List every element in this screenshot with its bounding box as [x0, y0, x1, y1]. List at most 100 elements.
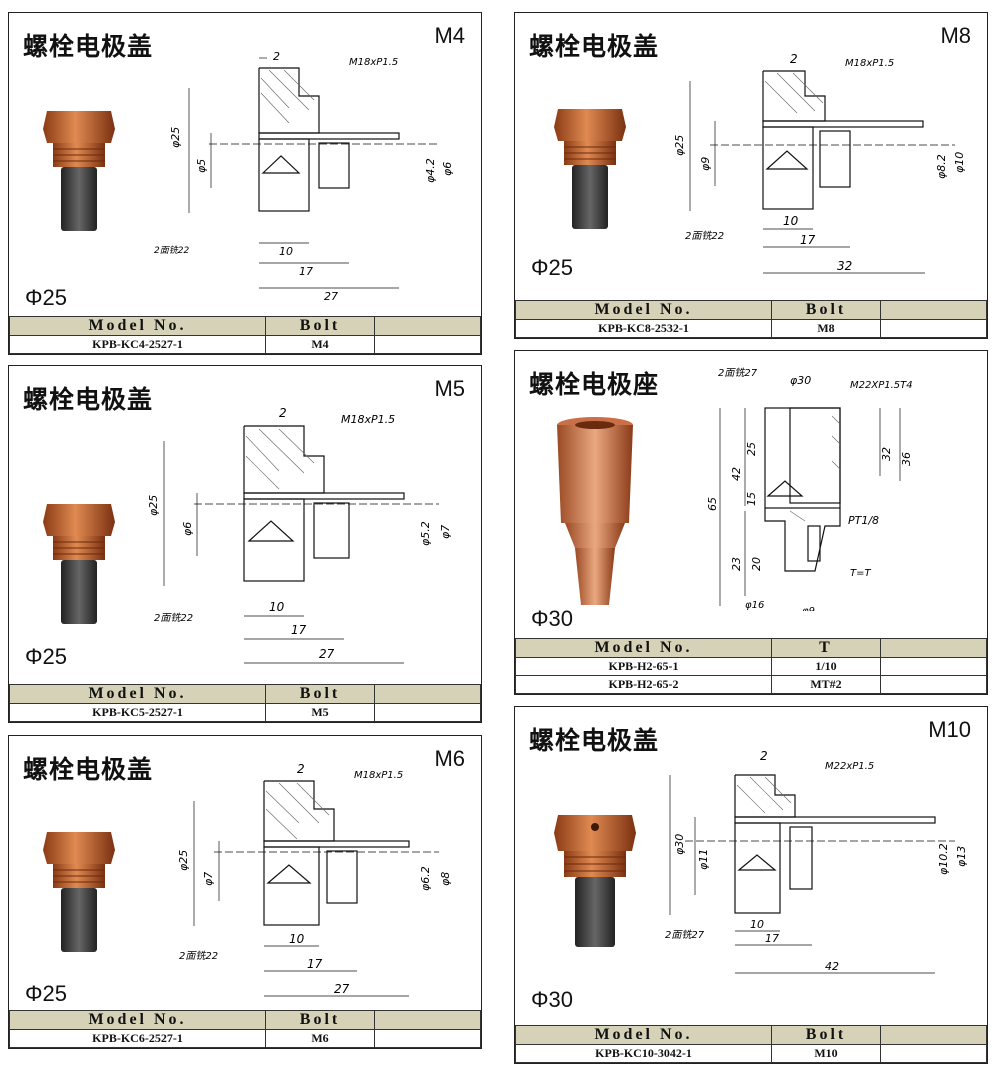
model-number: KPB-KC8-2532-1 — [515, 319, 772, 338]
dim-label: 2 — [279, 406, 287, 420]
table-header: T — [771, 638, 881, 658]
dim-label: φ4.2 — [424, 158, 437, 183]
product-photo — [554, 109, 626, 229]
table-header: Model No. — [515, 300, 772, 320]
thread-label: M18xP1.5 — [349, 57, 398, 68]
t-value: 1/10 — [771, 657, 881, 676]
dim-label: φ25 — [169, 127, 182, 148]
dim-label: 2 — [273, 50, 280, 63]
panel-m6: 螺栓电极盖 M6 Φ25 M18xP1.5 2 φ25 φ7 φ6.2 φ8 1… — [8, 735, 482, 1049]
dim-label: 27 — [319, 647, 335, 661]
dim-label: φ25 — [673, 135, 686, 156]
dim-label: φ13 — [955, 846, 968, 867]
panel-m8: 螺栓电极盖 M8 Φ25 M18xP1.5 2 φ25 φ9 φ8.2 φ10 … — [514, 12, 988, 339]
table-header: Bolt — [771, 300, 881, 320]
table-header: Bolt — [265, 684, 375, 704]
dim-label: 2 — [760, 749, 768, 763]
dim-label: φ10.2 — [937, 843, 950, 875]
dim-label: φ8.2 — [935, 154, 948, 179]
dim-label: φ6 — [181, 522, 194, 536]
dim-label: φ5 — [195, 159, 208, 173]
bolt-value: M5 — [265, 703, 375, 722]
dim-label: 42 — [730, 467, 743, 481]
product-photo — [43, 111, 115, 231]
dim-label: φ9 — [802, 606, 815, 611]
chamfer-label: 2面铣22 — [179, 950, 218, 962]
dim-label: 17 — [307, 957, 323, 971]
table-header: Bolt — [265, 316, 375, 336]
product-photo — [43, 504, 115, 624]
panel-h2: 螺栓电极座 Φ30 2面铣27 φ30 M22XP1.5T4 65 42 25 … — [514, 350, 988, 695]
dim-label: 17 — [765, 932, 779, 945]
dim-label: 10 — [279, 245, 293, 258]
bolt-value: M6 — [265, 1029, 375, 1048]
model-number: KPB-KC5-2527-1 — [9, 703, 266, 722]
chamfer-label: 2面铣22 — [154, 612, 193, 624]
dim-label: 2 — [790, 52, 798, 66]
dim-label: φ10 — [953, 152, 966, 173]
thread-label: M22xP1.5 — [825, 761, 874, 772]
dim-label: φ6 — [441, 162, 454, 176]
dim-label: 10 — [783, 214, 799, 228]
bolt-value: M4 — [265, 335, 375, 354]
product-photo — [554, 815, 636, 947]
thread-label: M18xP1.5 — [845, 58, 894, 69]
diameter-label: Φ25 — [531, 255, 574, 280]
diameter-label: Φ25 — [25, 644, 68, 669]
dim-label: 23 — [730, 557, 743, 571]
panel-title: 螺栓电极盖 — [529, 32, 660, 61]
table-header: Model No. — [9, 1010, 266, 1030]
dim-label: 25 — [745, 442, 758, 456]
dim-label: 10 — [269, 600, 285, 614]
diameter-label: Φ30 — [531, 987, 574, 1012]
bolt-size-label: M5 — [434, 376, 465, 401]
dim-label: φ7 — [439, 525, 452, 539]
model-number: KPB-KC10-3042-1 — [515, 1044, 772, 1063]
dim-label: φ25 — [147, 495, 160, 516]
technical-drawing: M22xP1.5 2 φ30 φ11 φ10.2 φ13 10 17 42 2面… — [665, 749, 968, 974]
panel-title: 螺栓电极盖 — [23, 385, 154, 414]
panel-m4: 螺栓电极盖 M4 Φ25 M18xP1.5 2 φ25 φ5 φ4.2 — [8, 12, 482, 355]
dim-label: 2 — [297, 762, 305, 776]
dim-label: 17 — [800, 233, 816, 247]
dim-label: 17 — [299, 265, 313, 278]
technical-drawing: M18xP1.5 2 φ25 φ7 φ6.2 φ8 10 17 27 2面铣22 — [177, 762, 452, 997]
chamfer-label: 2面铣27 — [665, 929, 705, 941]
panel-title: 螺栓电极盖 — [529, 726, 660, 755]
table-header: Model No. — [9, 684, 266, 704]
dim-label: 32 — [880, 447, 893, 461]
model-number: KPB-H2-65-1 — [515, 657, 772, 676]
table-header: Bolt — [771, 1025, 881, 1045]
panel-title: 螺栓电极座 — [529, 370, 660, 399]
chamfer-label: 2面铣22 — [154, 245, 189, 256]
dim-label: φ5.2 — [419, 521, 432, 546]
diameter-label: Φ30 — [531, 606, 574, 631]
dim-label: φ25 — [177, 850, 190, 871]
panel-m5: 螺栓电极盖 M5 Φ25 M18xP1.5 2 φ25 φ6 φ5.2 φ7 1… — [8, 365, 482, 723]
dim-label: φ30 — [790, 374, 811, 387]
dim-label: 42 — [825, 960, 839, 973]
dim-label: 32 — [837, 259, 852, 273]
thread-label: M22XP1.5T4 — [850, 380, 913, 391]
panel-m10: 螺栓电极盖 M10 Φ30 M22xP1.5 2 φ30 φ11 φ10.2 φ… — [514, 706, 988, 1064]
dim-label: 65 — [706, 497, 719, 511]
product-photo — [557, 417, 633, 605]
dim-label: φ30 — [673, 834, 686, 855]
dim-label: 17 — [291, 623, 307, 637]
thread-label: M18xP1.5 — [341, 413, 395, 426]
dim-label: 15 — [745, 492, 758, 506]
chamfer-label: 2面铣22 — [685, 230, 724, 242]
bolt-size-label: M10 — [928, 717, 971, 742]
table-header: Model No. — [515, 1025, 772, 1045]
technical-drawing: 2面铣27 φ30 M22XP1.5T4 65 42 25 15 23 20 3… — [706, 367, 913, 611]
dim-label: φ11 — [697, 849, 710, 870]
model-number: KPB-KC6-2527-1 — [9, 1029, 266, 1048]
bolt-value: M8 — [771, 319, 881, 338]
dim-label: 10 — [289, 932, 305, 946]
